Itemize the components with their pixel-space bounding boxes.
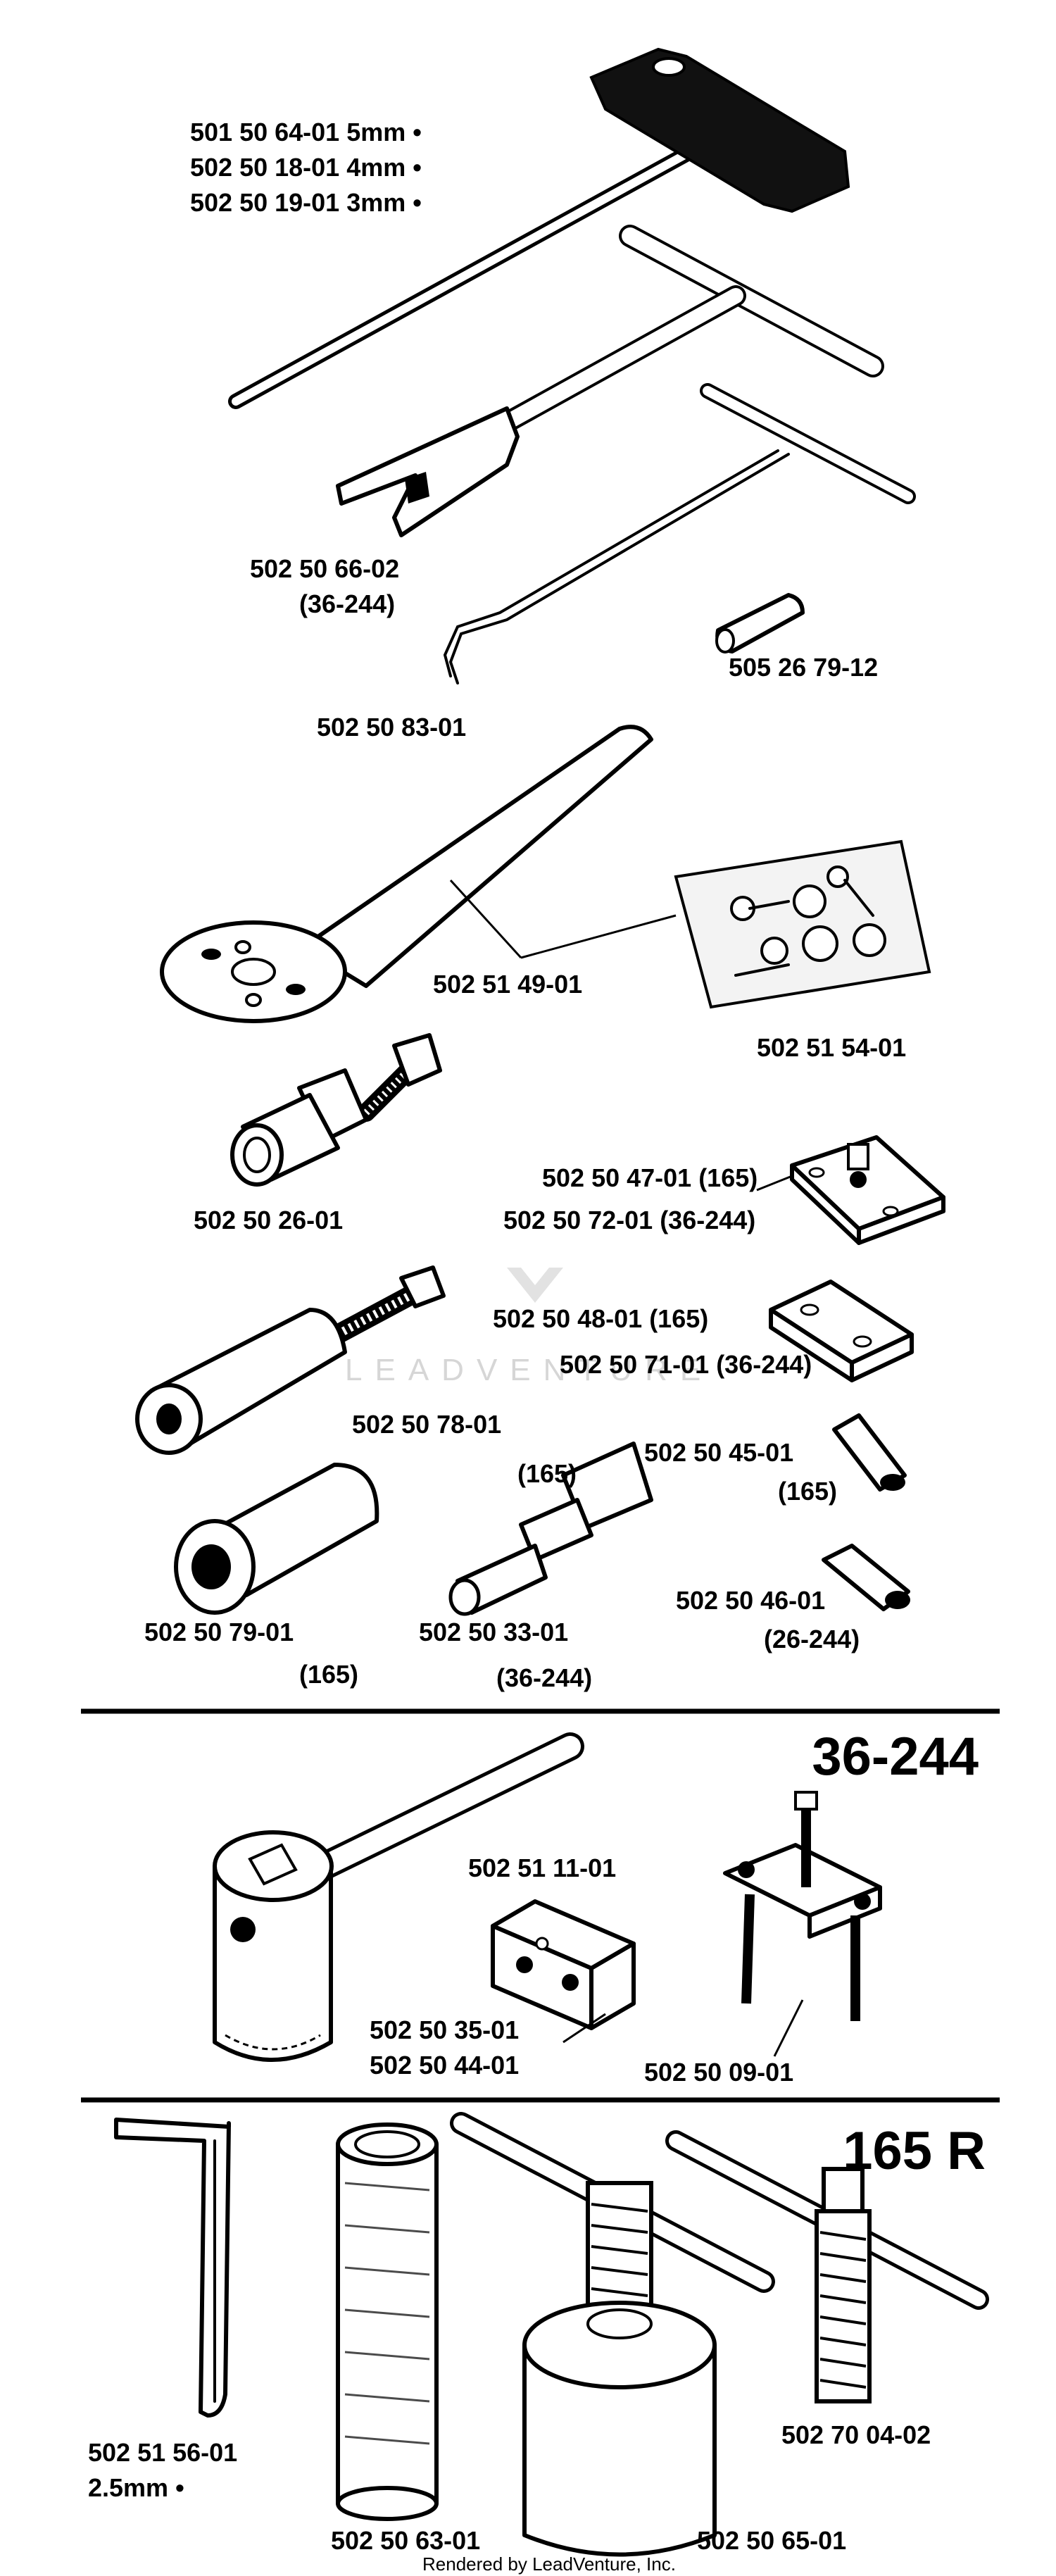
label-hex-key-4mm: 502 50 18-01 4mm • [190,153,422,182]
t-handle-hex-key [228,47,850,409]
tube-tool [336,2122,439,2521]
label-plate-36-244: 502 50 72-01 (36-244) [503,1206,755,1234]
label-pin-lower: 502 50 46-01 [676,1586,825,1615]
block [491,1899,636,2044]
small-puller [230,1033,442,1187]
label-tube-tool: 502 50 63-01 [331,2526,480,2555]
footer-credit: Rendered by LeadVenture, Inc. [422,2553,676,2575]
label-flywheel-holder: 502 51 49-01 [433,970,582,999]
label-fork-tool-model: (36-244) [299,589,395,618]
label-block-a: 502 50 35-01 [370,2015,519,2044]
plate-upper [756,1135,945,1245]
drift-tool [448,1442,653,1616]
label-pin-upper-model: (165) [778,1477,837,1506]
l-hex-key [114,2118,231,2418]
screw-kit-card [520,839,931,1009]
label-large-puller: 502 50 78-01 [352,1410,501,1439]
t-bolt-tool [665,2130,989,2403]
hook-tool [443,383,916,684]
sleeve-tool [174,1463,379,1615]
watermark-text: LEADVENTURE [345,1353,713,1387]
section-title-165r: 165 R [843,2121,986,2181]
watermark: LEADVENTURE [345,1268,713,1387]
label-sleeve-tool-model: (165) [299,1660,358,1689]
label-pin-upper: 502 50 45-01 [644,1438,793,1467]
label-fork-tool: 502 50 66-02 [250,554,399,583]
label-block-b: 502 50 44-01 [370,2051,519,2080]
label-small-puller: 502 50 26-01 [194,1206,343,1234]
fork-t-tool [336,225,884,537]
label-pin-lower-model: (26-244) [764,1625,860,1653]
label-hex-key-5mm: 501 50 64-01 5mm • [190,118,422,146]
pin-lower [822,1544,910,1611]
label-socket-wrench: 502 51 11-01 [468,1853,616,1882]
label-plate-165: 502 50 47-01 (165) [542,1163,758,1192]
label-l-key-size: 2.5mm • [88,2473,184,2502]
label-sleeve: 505 26 79-12 [729,653,878,682]
label-hook-tool: 502 50 83-01 [317,713,466,742]
label-l-key: 502 51 56-01 [88,2438,237,2467]
large-puller [135,1265,446,1455]
label-plate2-165: 502 50 48-01 (165) [493,1304,708,1333]
label-bar-puller: 502 50 09-01 [644,2058,793,2087]
label-t-bolt: 502 70 04-02 [781,2420,931,2449]
pin-upper [832,1413,907,1492]
flywheel-holder [160,725,653,1023]
plate-lower [769,1280,914,1382]
section-title-36-244: 36-244 [812,1727,979,1787]
label-clutch-tool: 502 50 65-01 [697,2526,846,2555]
label-drift: 502 50 33-01 [419,1618,568,1646]
label-drift-model-165: (165) [517,1459,577,1488]
label-sleeve-tool: 502 50 79-01 [144,1618,294,1646]
label-plate2-36-244: 502 50 71-01 (36-244) [560,1350,812,1379]
clutch-tool [450,2112,775,2557]
small-sleeve [715,593,805,654]
socket-wrench [213,1732,584,2062]
label-screw-kit: 502 51 54-01 [757,1033,906,1062]
label-drift-model: (36-244) [496,1663,592,1692]
bar-puller [723,1791,882,2057]
label-hex-key-3mm: 502 50 19-01 3mm • [190,188,422,217]
